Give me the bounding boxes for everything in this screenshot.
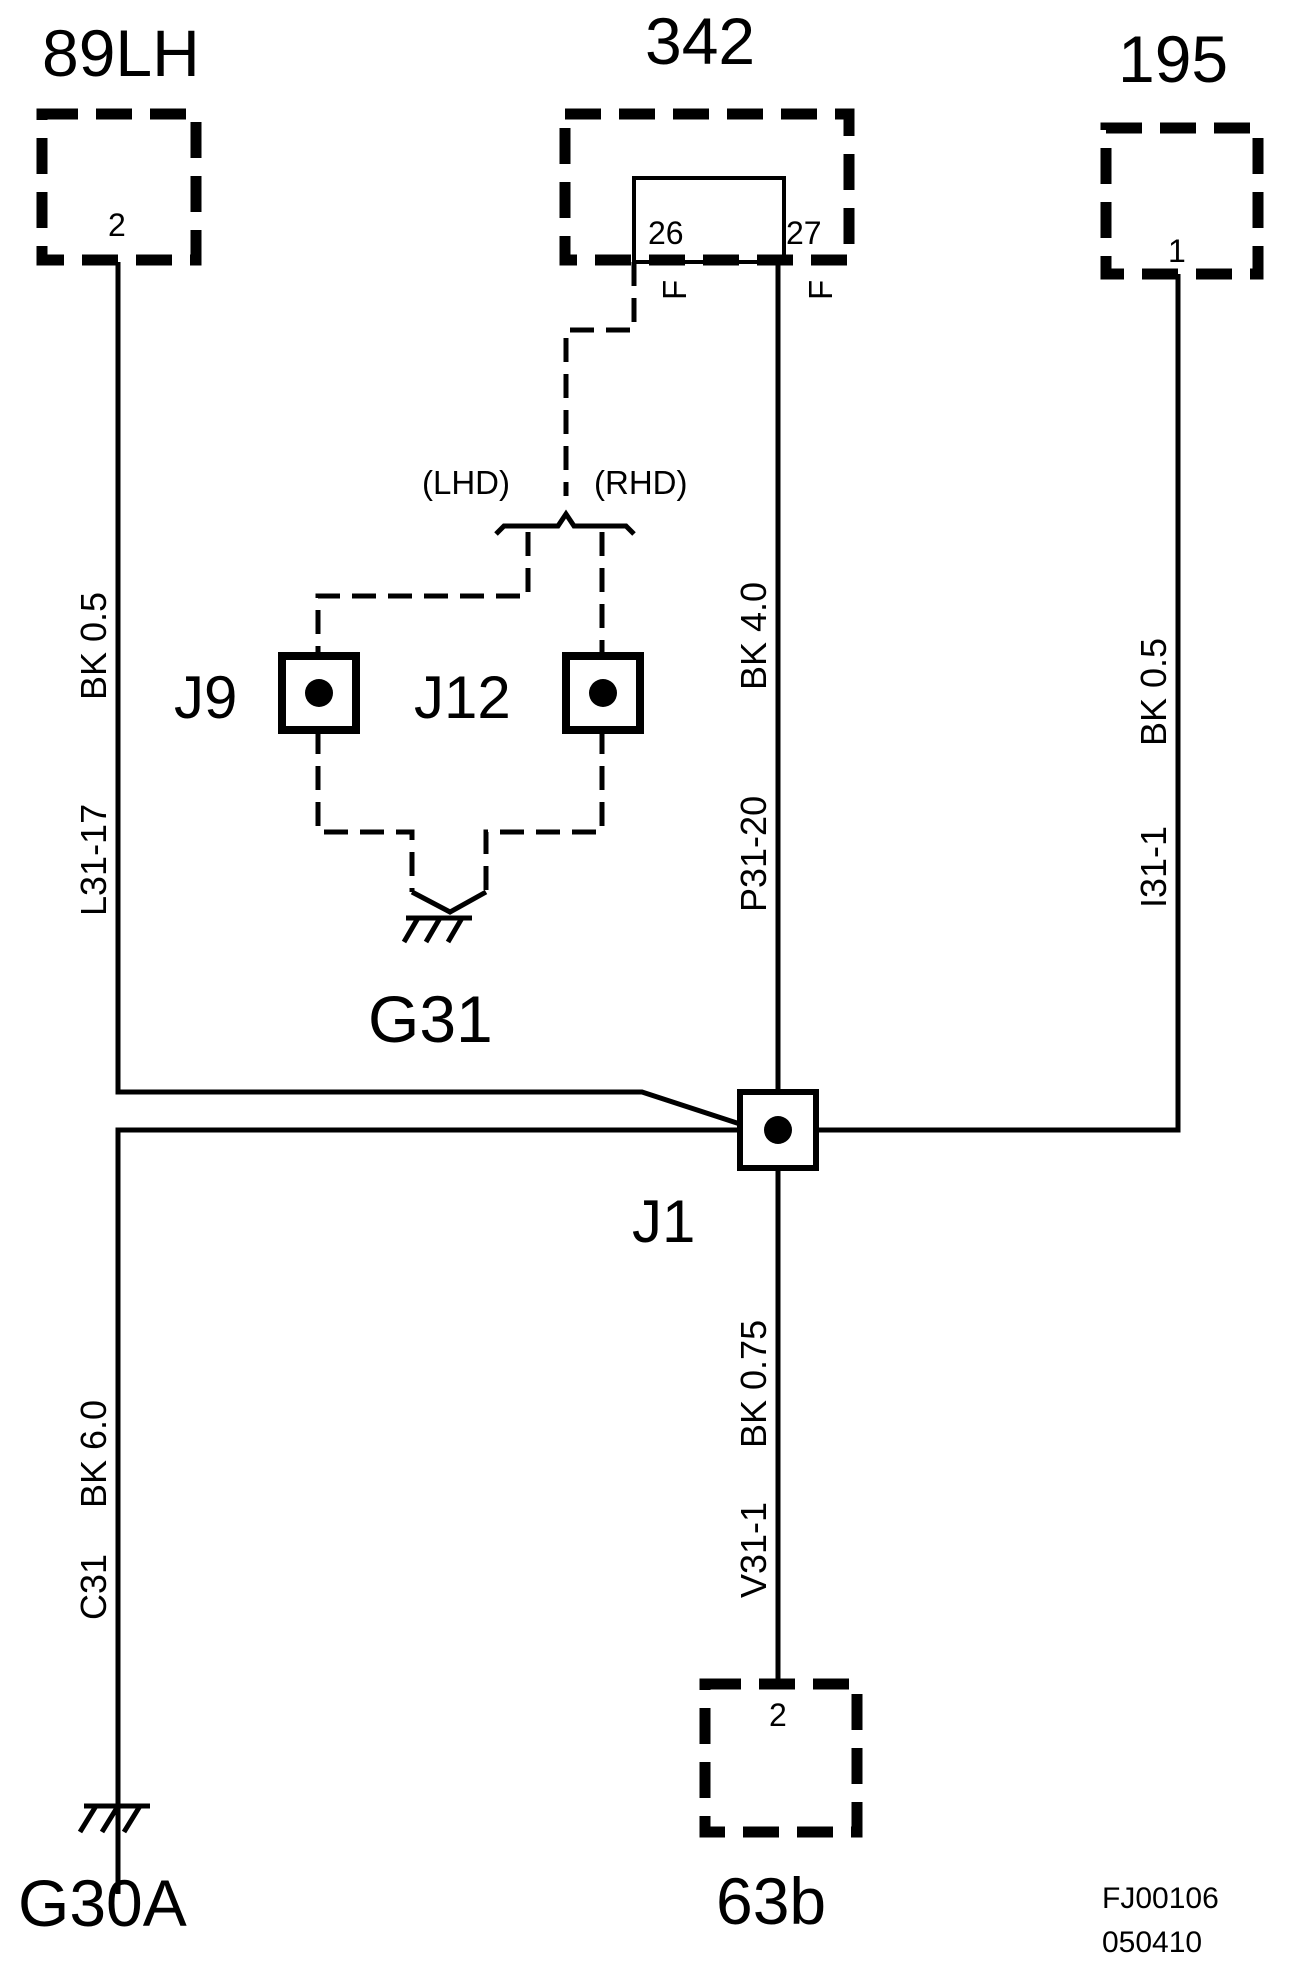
connector-195: 195 1 (1100, 22, 1264, 280)
wire-left-upper-spec: BK 0.5 (73, 592, 114, 700)
variant-rhd-label: (RHD) (594, 464, 687, 501)
ground-g31 (401, 889, 488, 944)
splice-j12-dot (589, 679, 617, 707)
connector-63b: 63b 2 (699, 1678, 863, 1938)
connector-342-label: 342 (645, 4, 755, 78)
connector-89lh-pin: 2 (108, 207, 126, 243)
connector-342-internal-link (632, 176, 786, 264)
connector-195-label: 195 (1118, 22, 1228, 96)
variant-lhd-label: (LHD) (422, 464, 510, 501)
diagram-code: FJ00106 (1102, 1882, 1219, 1915)
connector-342-flag-27: F (802, 280, 839, 300)
wire-left-lower-spec: BK 6.0 (73, 1400, 114, 1508)
splice-j12: J12 (414, 652, 644, 734)
wire-342-26-dashed (563, 262, 637, 496)
splice-j9-dot (305, 679, 333, 707)
ground-g31-junction (410, 889, 488, 915)
ground-g31-hatch (401, 916, 465, 944)
wire-j12-to-g31 (483, 694, 605, 892)
connector-89lh: 89LH 2 (36, 16, 202, 266)
connector-195-pin: 1 (1168, 233, 1186, 269)
ground-g30a (77, 1803, 150, 1834)
wire-right-upper-spec: BK 0.5 (1133, 638, 1174, 746)
connector-89lh-label: 89LH (42, 16, 200, 90)
dashed-wires (315, 262, 637, 892)
connector-195-box (1100, 122, 1264, 280)
diagram-date-code: 050410 (1102, 1926, 1202, 1959)
splice-j9-box (278, 652, 360, 734)
wire-g30a-to-j1 (115, 1127, 740, 1894)
wire-left-lower-circuit: C31 (73, 1554, 114, 1620)
connector-342-flag-26: F (656, 280, 693, 300)
wire-center-lower-spec: BK 0.75 (733, 1320, 774, 1448)
connector-342: 342 26 27 F F (559, 4, 855, 300)
variant-brace-shape (494, 509, 636, 536)
splice-j1-label: J1 (632, 1188, 695, 1255)
wire-j1-to-195 (778, 274, 1181, 1133)
solid-wires (115, 262, 1181, 1894)
ground-g30a-label: G30A (18, 1866, 187, 1940)
connector-342-pin-26: 26 (648, 215, 684, 251)
wire-center-upper-spec: BK 4.0 (733, 582, 774, 690)
ground-g31-label: G31 (368, 982, 493, 1056)
connector-63b-box (699, 1678, 863, 1838)
wire-j9-to-g31 (315, 694, 415, 892)
connector-63b-pin: 2 (769, 1697, 787, 1733)
wire-center-upper-circuit: P31-20 (733, 796, 774, 912)
wire-left-upper-circuit: L31-17 (73, 804, 114, 916)
connector-89lh-box (36, 108, 202, 266)
wire-right-upper-circuit: I31-1 (1133, 826, 1174, 908)
wire-89lh-to-j1 (115, 262, 741, 1127)
splice-j12-label: J12 (414, 664, 511, 731)
ground-g30a-hatch (77, 1804, 143, 1834)
splice-j9-label: J9 (174, 664, 237, 731)
splice-j1: J1 (632, 1089, 819, 1255)
splice-j1-dot (764, 1116, 792, 1144)
wire-center-lower-circuit: V31-1 (733, 1502, 774, 1598)
connector-342-pin-27: 27 (786, 215, 822, 251)
splice-j1-box (737, 1089, 819, 1171)
splice-j9: J9 (174, 652, 360, 734)
connector-63b-label: 63b (716, 1864, 826, 1938)
variant-brace: (LHD) (RHD) (422, 464, 687, 536)
